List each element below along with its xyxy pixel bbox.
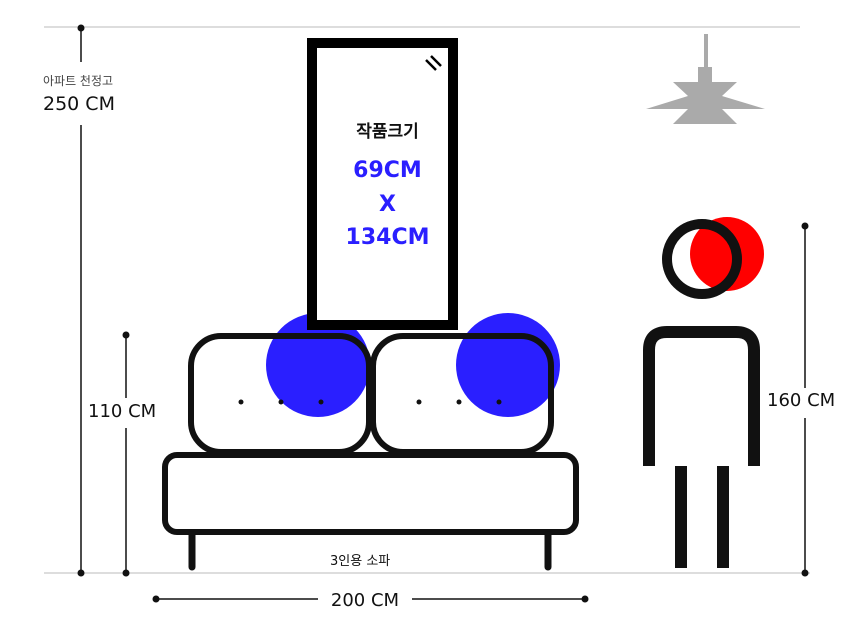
- dimension-dot: [77, 569, 85, 577]
- artwork-by: X: [379, 192, 396, 217]
- person-icon: [643, 326, 760, 568]
- sofa-label: 3인용 소파: [330, 554, 391, 569]
- pendant-lamp-icon: [646, 34, 765, 124]
- person-height-label: 160 CM: [767, 390, 836, 411]
- person-head-red: [690, 217, 764, 291]
- artwork-width: 69CM: [353, 158, 422, 183]
- sofa-width-label: 200 CM: [330, 590, 400, 611]
- person-head-ring: [662, 219, 742, 299]
- dimension-dot: [77, 24, 85, 32]
- glare-icon: [425, 55, 442, 71]
- artwork-frame: [307, 38, 458, 330]
- ceiling-value: 250 CM: [43, 93, 115, 115]
- artwork-title: 작품크기: [356, 122, 419, 142]
- ceiling-label: 아파트 천정고: [43, 74, 114, 88]
- sofa-height-label: 110 CM: [88, 401, 157, 422]
- cushion-right: [456, 313, 560, 417]
- artwork-height: 134CM: [345, 225, 430, 250]
- sofa-icon: [162, 333, 579, 571]
- sofa-buttons: [238, 399, 502, 405]
